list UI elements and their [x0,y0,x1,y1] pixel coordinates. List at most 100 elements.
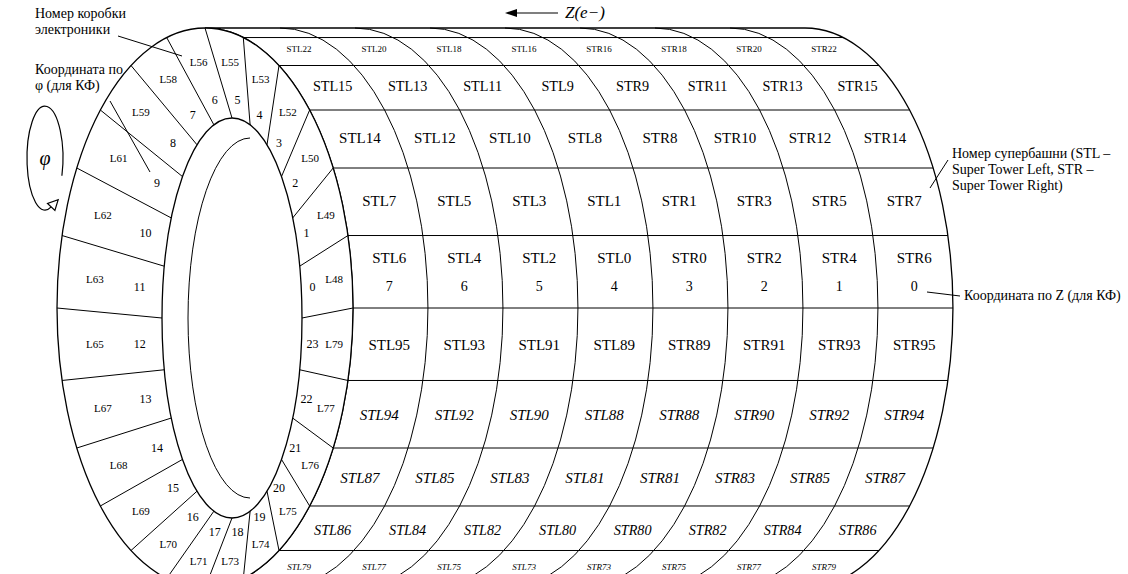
supertower-number: STL73 [512,562,536,571]
supertower-number: STL88 [585,408,624,423]
phi-coordinate: 8 [170,137,176,149]
supertower-number: STR9 [616,79,649,93]
phi-coordinate: 3 [276,137,282,149]
sector-boundary [300,236,348,267]
supertower-number: STL18 [437,45,462,54]
phi-coordinate: 17 [209,526,221,538]
phi-coordinate: 12 [134,338,146,350]
rotation-arrow [27,106,63,210]
supertower-number: STR3 [737,193,772,208]
supertower-number: STL84 [389,523,426,537]
supertower-number: STR84 [764,523,802,537]
supertower-number: STL9 [541,79,573,93]
supertower-number: STR10 [714,130,757,145]
supertower-number: STL11 [463,79,502,93]
supertower-number: STR83 [715,471,755,486]
sector-boundary [100,459,182,506]
electronics-box-number: L65 [86,339,104,350]
supertower-number: STR91 [743,337,786,352]
electronics-box-number: L49 [317,210,335,221]
supertower-number: STL81 [565,471,604,486]
electronics-box-number: L62 [94,210,112,221]
electronics-box-number: L71 [190,556,208,567]
end-face [57,28,353,574]
sector-boundary [62,236,164,267]
supertower-number: STL92 [435,408,474,423]
electronics-box-number: L48 [325,273,343,284]
electronics-box-number: L52 [279,106,297,117]
z-coordinate: 7 [386,280,393,294]
supertower-number: STL85 [415,471,454,486]
supertower-number: STL95 [368,337,410,352]
supertower-number: STR79 [812,562,836,571]
phi-coordinate: 13 [140,393,152,405]
electronics-box-number: L53 [252,73,270,84]
supertower-number: STL10 [489,130,531,145]
column-boundary [655,28,803,574]
supertower-number: STL16 [512,45,537,54]
supertower-number: STR5 [812,193,847,208]
supertower-number: STL2 [522,251,556,266]
column-boundary [355,28,503,574]
axis-arrowhead [505,9,517,17]
supertower-number: STR89 [668,337,711,352]
sector-boundary [57,308,162,318]
supertower-number: STR80 [614,523,652,537]
supertower-number: STL4 [447,251,481,266]
supertower-number: STR93 [818,337,861,352]
inner-bore [162,118,302,518]
supertower-number: STL1 [587,193,621,208]
supertower-number: STL3 [512,193,546,208]
supertower-number: STR0 [672,251,707,266]
phi-coordinate: 21 [289,442,301,454]
z-coordinate: 1 [836,280,843,294]
supertower-number: STL20 [362,45,387,54]
sector-boundary [205,28,232,118]
electronics-box-number: L67 [94,402,112,413]
leader-line [930,160,948,188]
phi-coordinate: 1 [304,227,310,239]
column-boundary [730,28,878,574]
supertower-number: STL79 [287,562,311,571]
sector-boundary [302,308,353,318]
supertower-number: STL94 [360,408,399,423]
supertower-number: STR87 [865,471,905,486]
phi-coordinate: 10 [140,227,152,239]
supertower-number: STR18 [661,45,687,54]
supertower-number: STR12 [789,130,832,145]
leader-line [118,36,182,56]
phi-coordinate: 20 [273,482,285,494]
supertower-number: STR77 [737,562,761,571]
supertower-number: STL7 [362,193,396,208]
supertower-number: STL86 [314,523,351,537]
supertower-number: STL90 [510,408,549,423]
supertower-number: STR6 [897,251,932,266]
supertower-number: STR86 [839,523,877,537]
supertower-number: STR16 [586,45,612,54]
supertower-number: STR15 [837,79,877,93]
sector-boundary [131,66,197,145]
rotation-arrowhead [48,200,59,211]
rotation-symbol: φ [39,148,50,168]
supertower-number: STL93 [443,337,485,352]
supertower-number: STL75 [437,562,461,571]
phi-coordinate: 15 [167,482,179,494]
supertower-number: STL8 [568,130,602,145]
supertower-number: STR82 [689,523,727,537]
electronics-box-number: L55 [221,56,239,67]
phi-coordinate: 22 [301,393,313,405]
electronics-box-number: L68 [110,459,128,470]
phi-coordinate: 16 [187,511,199,523]
supertower-number: STR92 [809,408,849,423]
z-coordinate: 2 [761,280,768,294]
electronics-box-number: L75 [279,506,297,517]
phi-coordinate: 9 [154,177,160,189]
supertower-number: STR81 [640,471,680,486]
supertower-number: STL6 [372,251,406,266]
supertower-number: STR8 [642,130,677,145]
supertower-number: STR85 [790,471,830,486]
supertower-number: STL14 [339,130,381,145]
electronics-box-number: L76 [301,459,319,470]
column-boundary [505,28,653,574]
axis-arrow [514,12,558,13]
